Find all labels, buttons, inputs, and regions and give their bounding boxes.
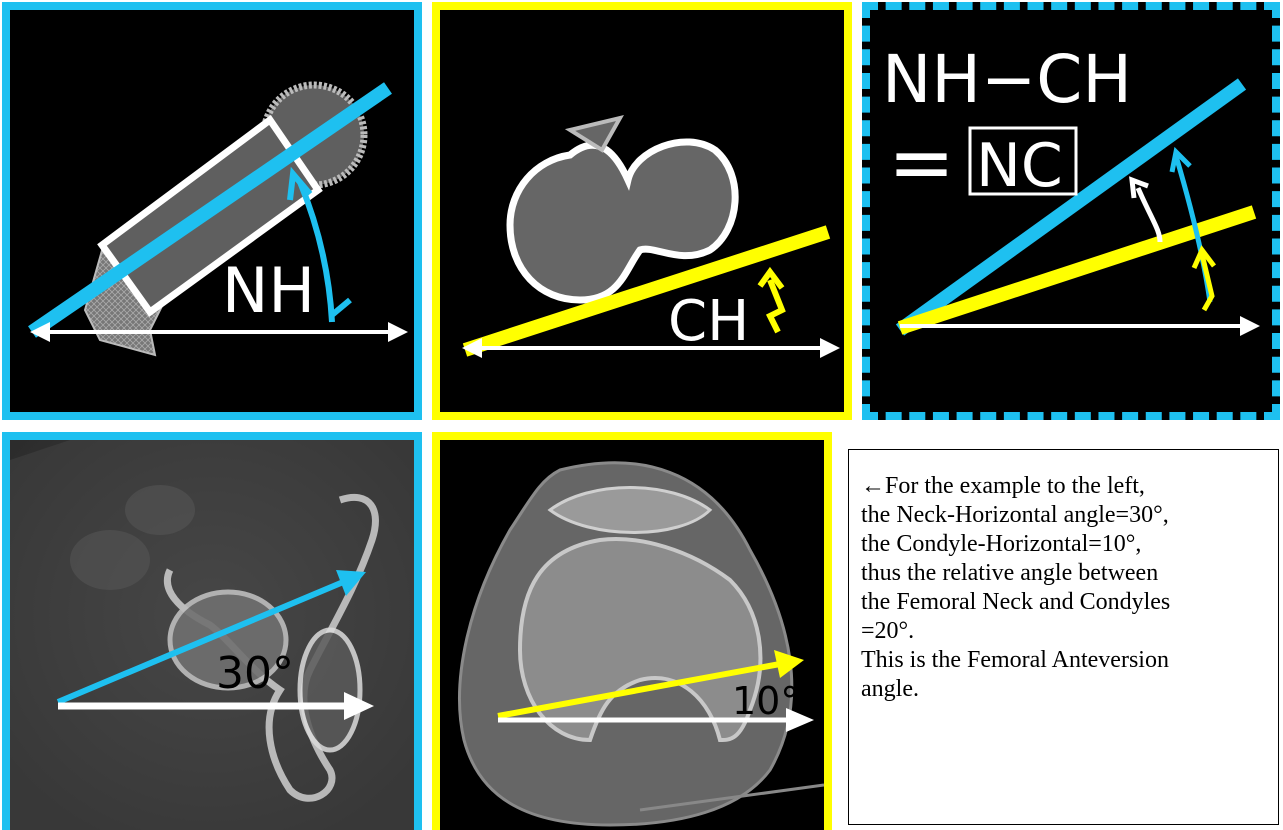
- explanation-line-1: ←For the example to the left,: [861, 472, 1272, 501]
- nh-label: NH: [222, 254, 315, 327]
- horizontal-reference-arrow: [30, 322, 408, 342]
- condylar-axis-line: [900, 212, 1254, 328]
- patella-marker: [570, 118, 620, 150]
- equals-sign: =: [888, 116, 955, 209]
- explanation-line-2: the Neck-Horizontal angle=30°,: [861, 501, 1272, 530]
- condyle-horizontal-panel: CH: [432, 2, 852, 420]
- neck-horizontal-panel: NH: [2, 2, 422, 420]
- ct-knee-panel: 10°: [432, 432, 832, 830]
- explanation-line-8: angle.: [861, 675, 1272, 704]
- nc-angle-arrow: [1132, 180, 1160, 242]
- ct-hip-image: 30°: [10, 440, 414, 830]
- explanation-box: ←For the example to the left, the Neck-H…: [848, 449, 1279, 825]
- nc-label: NC: [976, 131, 1063, 201]
- horizontal-reference-arrow: [900, 316, 1260, 336]
- explanation-line-6: =20°.: [861, 617, 1272, 646]
- condyle-horizontal-diagram: CH: [440, 10, 844, 412]
- angle-arc-arrow: [760, 272, 782, 332]
- explanation-line-5: the Femoral Neck and Condyles: [861, 588, 1272, 617]
- neck-horizontal-diagram: NH: [10, 10, 414, 412]
- combined-angle-diagram: NH−CH = NC: [870, 10, 1272, 412]
- hip-angle-label: 30°: [216, 648, 294, 699]
- neck-axis-line: [32, 88, 388, 332]
- explanation-line-3: the Condyle-Horizontal=10°,: [861, 530, 1272, 559]
- nh-minus-ch-label: NH−CH: [882, 41, 1132, 118]
- acetabulum-ct: [300, 630, 360, 750]
- knee-angle-label: 10°: [732, 679, 799, 723]
- horizontal-reference-arrow: [462, 338, 840, 358]
- combined-angle-panel: NH−CH = NC: [862, 2, 1280, 420]
- explanation-line-4: thus the relative angle between: [861, 559, 1272, 588]
- explanation-line-7: This is the Femoral Anteversion: [861, 646, 1272, 675]
- ch-label: CH: [668, 289, 749, 354]
- ct-knee-image: 10°: [440, 440, 824, 830]
- ct-hip-panel: 30°: [2, 432, 422, 830]
